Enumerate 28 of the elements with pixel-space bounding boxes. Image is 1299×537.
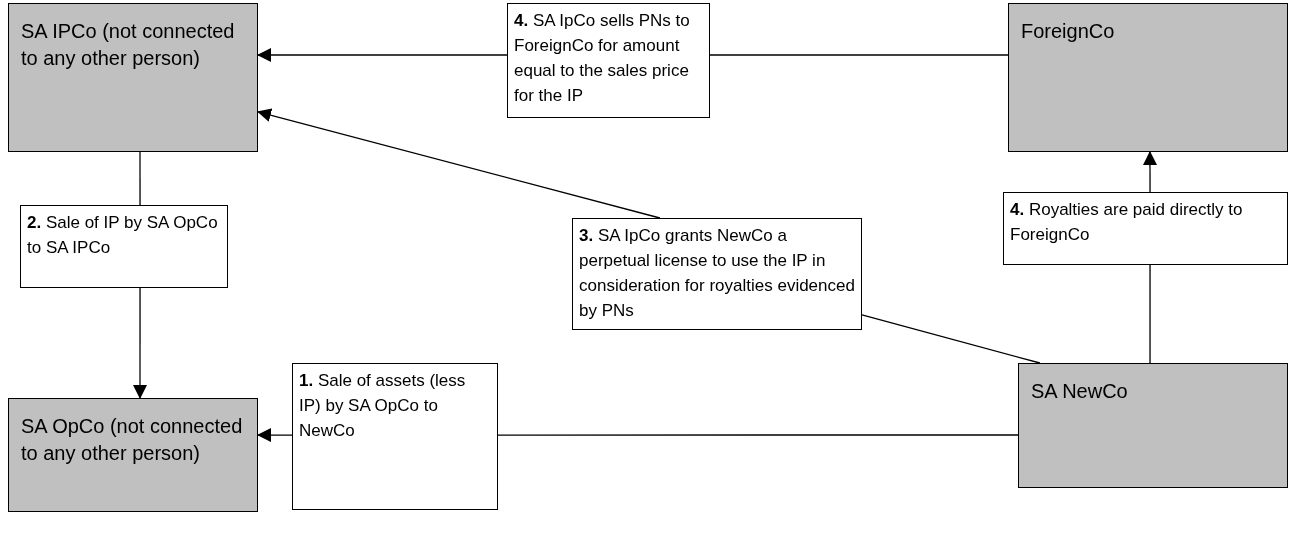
step-box [20,205,228,288]
arrow [133,287,147,399]
connector-line [1149,264,1151,364]
step-box [1003,192,1288,265]
connector-line [139,151,141,206]
connector-line [861,314,1041,364]
arrow [257,48,508,62]
entity-name: ForeignCo [1021,19,1116,44]
step-box [572,218,862,330]
entity-name: SA NewCo [1031,379,1129,404]
step-text: 1. Sale of assets (less IP) by SA OpCo to NewCo [299,370,467,442]
connector-line [709,54,1009,56]
arrow [257,428,293,443]
step-text: 4. Royalties are paid directly to ForeignCo [1010,199,1244,246]
step-box [292,363,498,510]
entity-box [1008,3,1288,152]
arrow [257,108,661,219]
step-text: 4. SA IpCo sells PNs to ForeignCo for amount equal to the sales price for the IP [514,10,691,107]
entity-box [8,3,258,152]
step-box [507,3,710,118]
entity-box [8,398,258,512]
arrow [1143,151,1157,193]
connector-line [497,434,1019,436]
step-text: 2. Sale of IP by SA OpCo to SA IPCo [27,212,219,259]
entity-box [1018,363,1288,488]
step-text: 3. SA IpCo grants NewCo a perpetual license to use the IP in consideration for royalties evidenced by PNs [579,225,855,322]
entity-name: SA IPCo (not connected to any other person) [21,19,236,71]
entity-name: SA OpCo (not connected to any other person) [21,414,244,466]
